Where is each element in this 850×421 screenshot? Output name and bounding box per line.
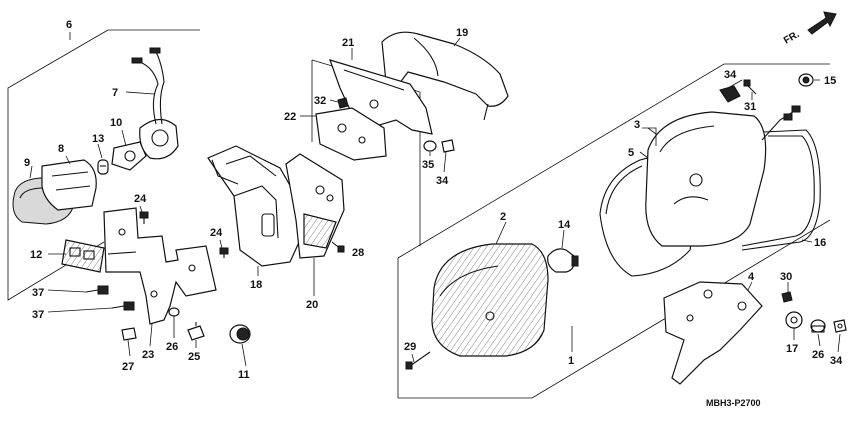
reflector [61,239,105,273]
nut-25 [187,322,205,341]
direction-label: FR. [782,29,802,47]
grommet-11 [229,324,251,344]
nut-28 [121,327,137,341]
arrow-up-right-icon [807,11,837,35]
callout-9: 9 [24,157,30,169]
callout-34-upper: 34 [436,175,449,187]
nut-33 [337,97,349,109]
screw-32 [743,79,757,95]
callout-1: 1 [568,355,574,367]
nut-34-upper [441,139,455,153]
license-light-bulb [97,159,109,175]
callout-24-upper: 24 [134,193,147,205]
screw-31 [781,291,793,303]
callout-36: 34 [724,69,737,81]
clip-36 [719,85,741,103]
callout-18: 18 [250,279,262,291]
collar-26 [810,319,826,333]
callout-19: 19 [456,27,468,39]
callout-6: 6 [66,19,72,31]
bolt-24-upper [139,211,149,224]
callout-3: 3 [634,119,640,131]
callout-32: 31 [744,101,756,113]
callout-37-upper: 37 [32,287,44,299]
bolt-24-lower [219,247,229,258]
washer-27 [168,307,180,317]
rear-cowl [381,31,509,121]
inner-fender [285,153,345,259]
callout-10: 10 [110,117,122,129]
callout-27: 26 [166,341,178,353]
washer-35 [423,140,437,152]
callout-4: 4 [748,271,755,283]
grommet-17 [785,311,803,329]
callout-5: 5 [628,147,634,159]
callout-17: 17 [786,343,798,355]
callout-33: 32 [314,95,326,107]
callout-26: 26 [812,349,824,361]
mounting-plate-22 [315,107,387,161]
callout-2: 2 [500,211,506,223]
callout-15: 15 [824,75,836,87]
bolt-37-lower [111,301,135,311]
tail-light-bulb [547,248,579,273]
callout-11: 11 [238,369,250,381]
callout-24-lower: 24 [210,227,223,239]
callout-29: 28 [352,247,364,259]
nut-34-lower [833,319,847,333]
callout-20: 20 [306,299,318,311]
callout-30: 29 [404,341,416,353]
callout-37-lower: 37 [32,309,44,321]
screw-30 [405,351,431,370]
callout-34-lower: 34 [830,355,843,367]
callout-28: 27 [122,361,134,373]
callout-13: 13 [92,133,104,145]
callout-12: 12 [30,249,42,261]
callout-labels: 6 7 8 9 10 13 12 24 24 37 37 27 23 26 25… [24,19,843,381]
front-direction-indicator: FR. [782,11,837,47]
tail-light-housing [645,111,767,247]
callout-31: 30 [780,271,792,283]
nut-15 [798,73,814,87]
tail-light-lens [431,243,549,357]
callout-25: 25 [188,351,200,363]
callout-14: 14 [558,219,571,231]
diagram-code: MBH3-P2700 [706,398,761,408]
callout-23: 23 [142,349,154,361]
wire-harness-16 [741,105,821,251]
license-light-cord [131,47,179,160]
bolt-37-upper [85,285,109,295]
bracket-4 [663,281,763,385]
screw-29 [331,241,345,253]
group-frame-license-light [7,29,200,301]
rear-fender [207,145,301,267]
callout-8: 8 [58,143,64,155]
callout-16: 16 [814,237,826,249]
callout-7: 7 [112,87,118,99]
callout-22: 22 [284,111,296,123]
leader-lines [29,32,841,367]
license-light-housing [41,159,97,211]
license-light-socket [111,141,147,171]
callout-21: 21 [342,37,354,49]
callout-35: 35 [422,159,434,171]
license-bracket [103,207,217,325]
